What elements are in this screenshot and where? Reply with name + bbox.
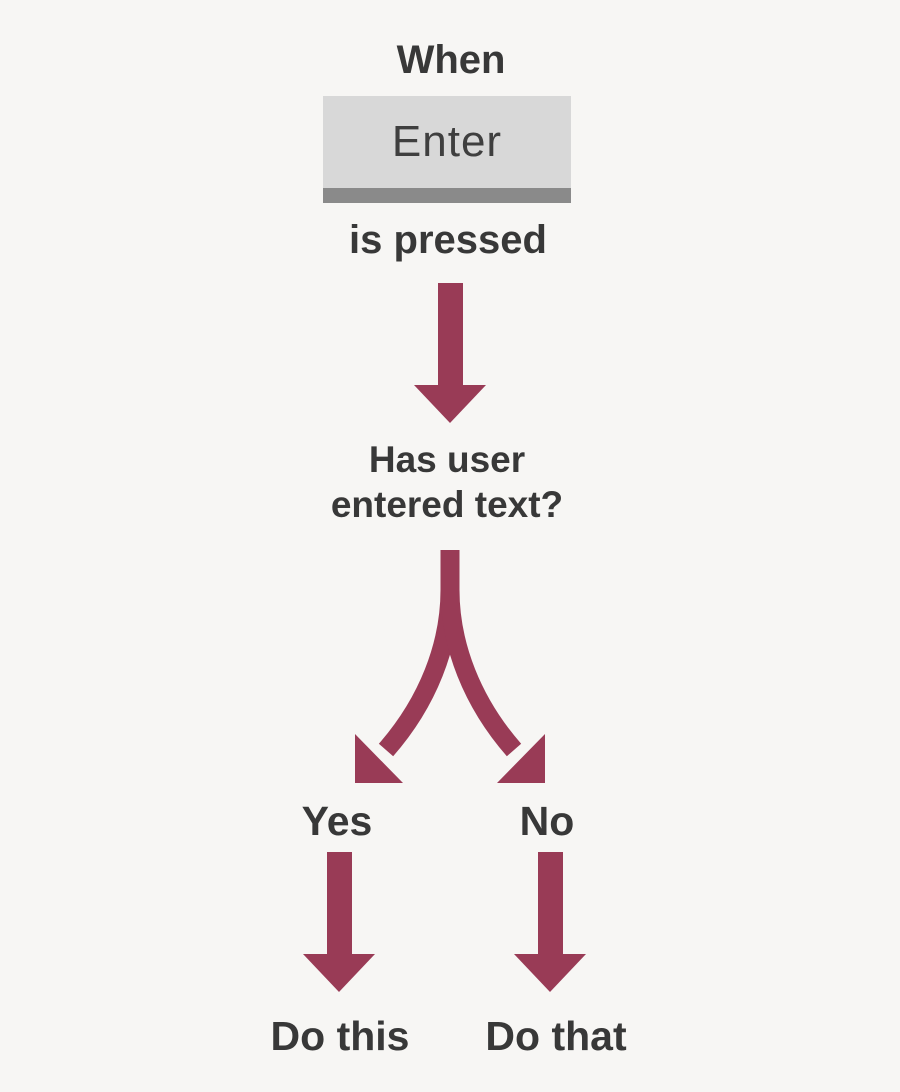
enter-key-face: Enter (323, 96, 571, 188)
no-down-arrow-stem (537, 852, 563, 954)
branch-no-label: No (519, 798, 575, 844)
action-no-text: Do that (485, 1013, 627, 1059)
split-arrow-icon (355, 550, 545, 783)
action-yes-text: Do this (270, 1013, 410, 1059)
no-down-arrow-icon (514, 852, 586, 992)
yes-down-arrow-stem (326, 852, 352, 954)
yes-down-arrow-head (303, 954, 375, 992)
down-arrow-icon (414, 283, 486, 423)
trigger-prefix-text: When (396, 38, 506, 82)
condition-line-2: entered text? (330, 484, 564, 525)
down-arrow-stem (437, 283, 463, 385)
branch-yes-label: Yes (301, 798, 373, 844)
condition-line-1: Has user (368, 439, 526, 480)
yes-down-arrow-icon (303, 852, 375, 992)
no-down-arrow-head (514, 954, 586, 992)
trigger-suffix-text: is pressed (349, 218, 547, 262)
enter-key: Enter (323, 96, 571, 203)
down-arrow-head (414, 385, 486, 423)
enter-key-shadow (323, 188, 571, 203)
condition-text: Has user entered text? (331, 437, 563, 527)
enter-key-label: Enter (391, 117, 503, 166)
